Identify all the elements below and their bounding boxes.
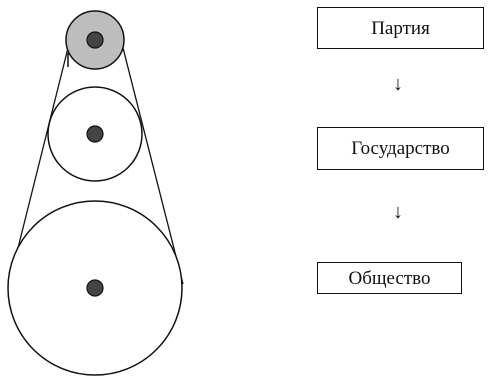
society-label: Общество (348, 267, 431, 289)
society-box: Общество (317, 262, 462, 294)
middle-pulley-axle (86, 125, 104, 143)
bottom-pulley-axle (86, 279, 104, 297)
party-box: Партия (317, 7, 484, 49)
top-pulley-axle (86, 31, 104, 49)
arrow-state-to-society: ↓ (393, 201, 403, 223)
belt-right-line (120, 39, 184, 285)
state-box: Государство (317, 127, 484, 170)
arrow-party-to-state: ↓ (393, 73, 403, 95)
state-label: Государство (351, 138, 450, 159)
party-label: Партия (371, 17, 430, 39)
